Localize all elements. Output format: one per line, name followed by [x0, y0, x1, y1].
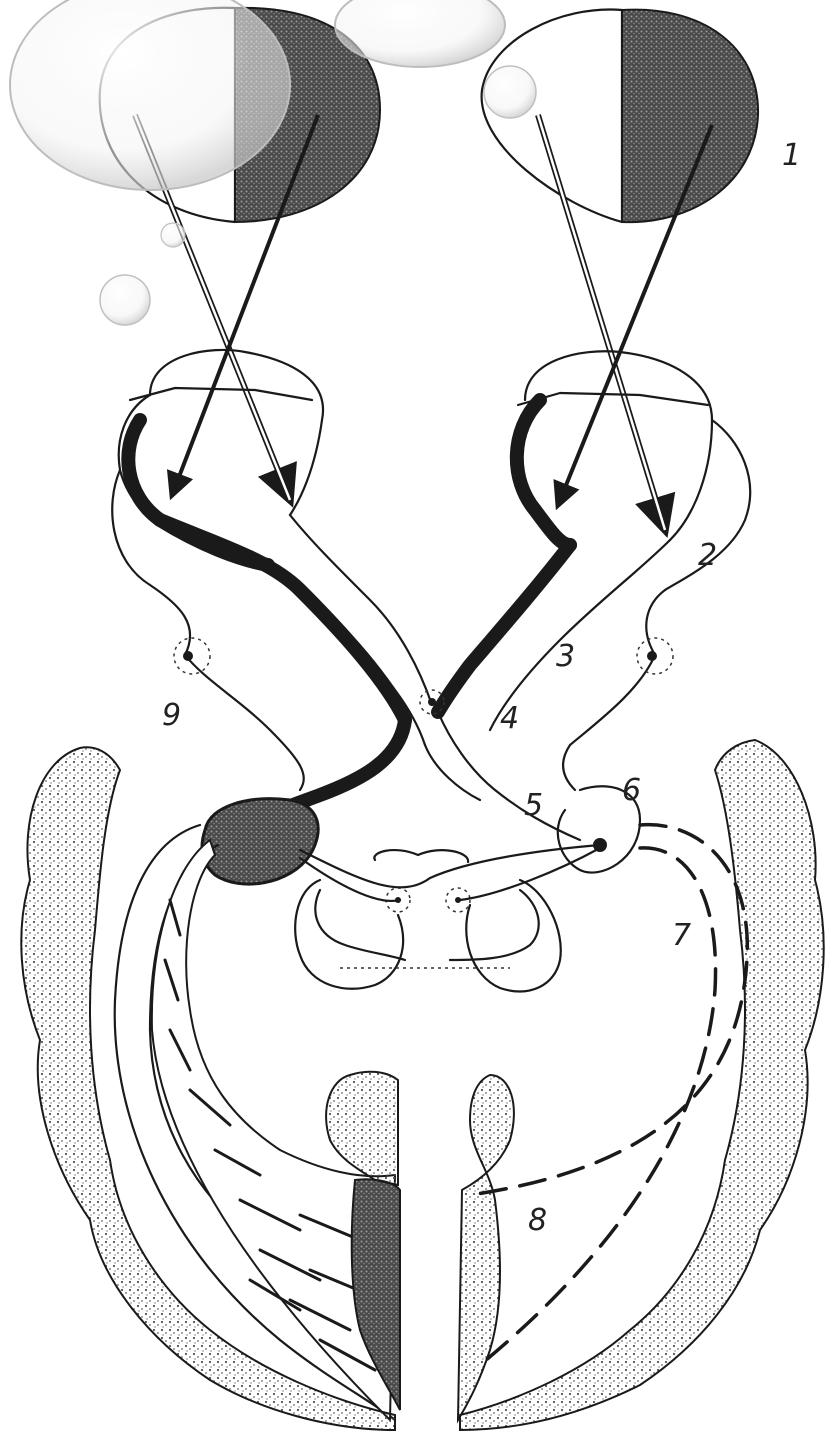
- right-cortex: [458, 740, 824, 1430]
- optic-pathway: [160, 515, 670, 884]
- diagram-labels: 1 2 3 4 5 6 7 8 9: [162, 138, 801, 1238]
- label-7: 7: [672, 918, 691, 953]
- small-bubble-left: [100, 275, 150, 325]
- label-5: 5: [524, 788, 543, 823]
- label-1: 1: [782, 138, 801, 173]
- label-4: 4: [500, 701, 519, 736]
- small-bubble-right: [484, 66, 536, 118]
- right-eyeball: [517, 351, 750, 655]
- ciliary-ganglia: [174, 638, 673, 674]
- label-3: 3: [556, 639, 575, 674]
- midbrain: [295, 845, 600, 991]
- right-visual-field: [482, 10, 758, 223]
- label-6: 6: [622, 773, 641, 808]
- label-9: 9: [162, 698, 181, 733]
- tiny-bubble: [161, 223, 185, 247]
- label-2: 2: [698, 538, 717, 573]
- left-eyeball: [112, 350, 323, 655]
- label-8: 8: [528, 1203, 547, 1238]
